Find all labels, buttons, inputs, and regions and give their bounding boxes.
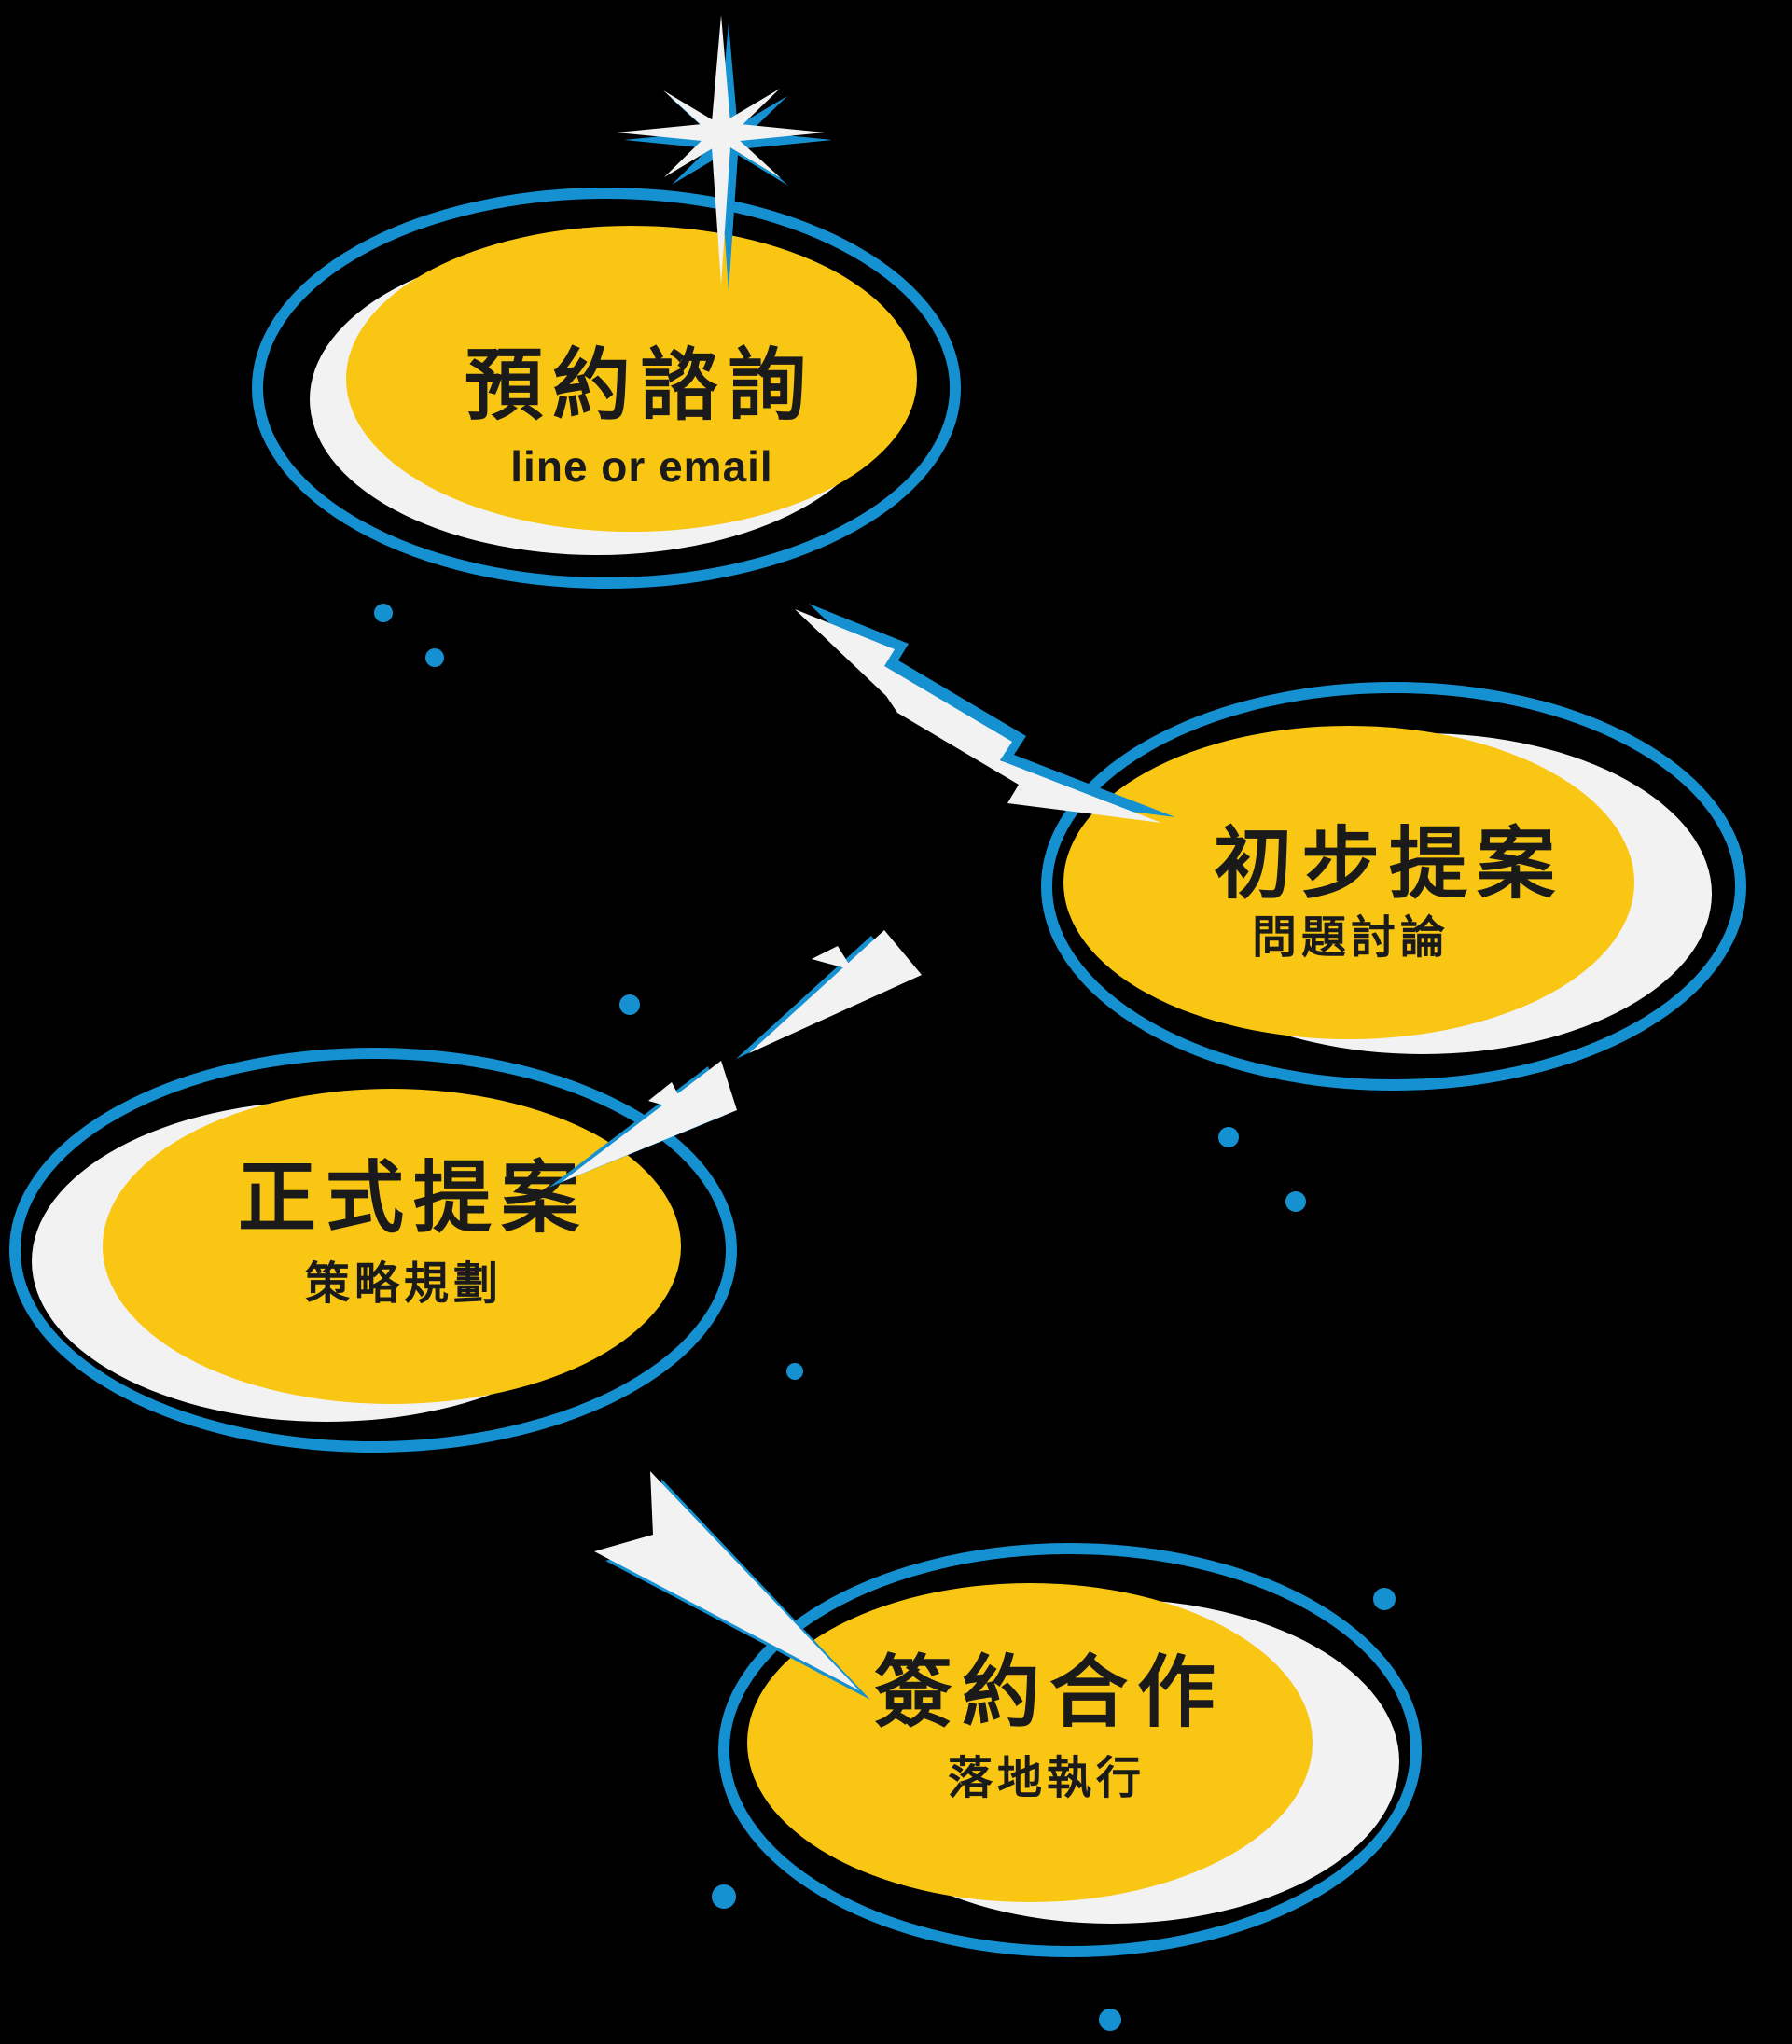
step-2-subtitle: 問題討論: [1252, 913, 1450, 963]
lightning-arrow-1: [795, 604, 1175, 823]
sparkle-white: [617, 15, 825, 285]
step-node-2: 初步提案 問題討論: [1041, 682, 1746, 1091]
step-4-subtitle: 落地執行: [948, 1754, 1146, 1803]
lightning-arrow-3: [594, 1471, 870, 1700]
step-4-ellipse: [747, 1583, 1313, 1902]
step-node-3: 正式提案 策略規劃: [9, 1048, 737, 1453]
step-3-ring: [9, 1048, 737, 1453]
step-1-ellipse: [346, 226, 917, 532]
step-node-4: 簽約合作 落地執行: [718, 1543, 1422, 1957]
decor-dot: [712, 1884, 736, 1909]
step-1-title: 預約諮詢: [465, 341, 815, 429]
sparkle-star-icon: [617, 15, 832, 292]
step-4-ring: [718, 1543, 1422, 1957]
lightning-bolt-tooth-upper: [812, 946, 853, 970]
decor-dot: [425, 648, 444, 667]
decor-dot: [786, 1363, 803, 1380]
lightning-bolt-tooth-lower: [648, 1082, 688, 1112]
step-1-subtitle: line or email: [510, 442, 772, 491]
lightning-bolt-shadow: [809, 604, 1175, 817]
lightning-bolt-icon: [795, 609, 1161, 823]
decor-dots: [374, 604, 1396, 2031]
step-3-ellipse: [103, 1089, 681, 1404]
step-3-subtitle: 策略規劃: [305, 1259, 503, 1309]
step-node-1: 預約諮詢 line or email: [252, 188, 961, 589]
decor-dot: [374, 604, 393, 622]
decor-dot: [1218, 1127, 1239, 1147]
decor-dot: [619, 994, 640, 1015]
decor-dot: [1373, 1588, 1396, 1610]
step-2-title: 初步提案: [1214, 820, 1564, 908]
step-3-title: 正式提案: [238, 1154, 589, 1242]
decor-dot: [1285, 1191, 1306, 1212]
step-2-ellipse: [1063, 726, 1634, 1039]
lightning-bolt-icon: [594, 1471, 859, 1690]
step-2-ring: [1041, 682, 1746, 1091]
step-4-title: 簽約合作: [874, 1648, 1225, 1736]
lightning-bolt-icon-upper: [749, 930, 922, 1053]
lightning-bolt-icon-lower: [562, 1061, 737, 1182]
decor-dot: [1099, 2009, 1121, 2031]
step-1-ring: [252, 188, 961, 589]
lightning-arrow-2: [549, 930, 922, 1188]
